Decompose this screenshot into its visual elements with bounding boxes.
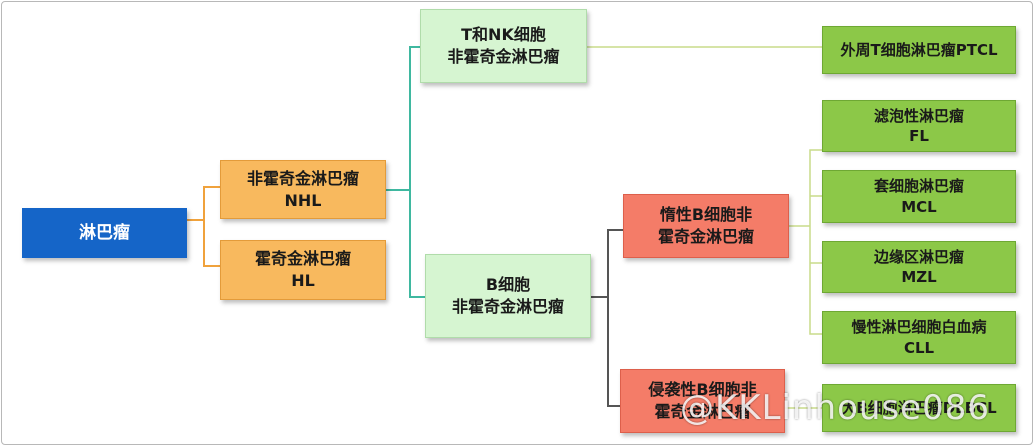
leaf-cll-line1: 慢性淋巴细胞白血病	[851, 318, 987, 337]
connector-indolent-leaves	[789, 149, 822, 335]
connector-root-hl	[203, 220, 220, 267]
root-label: 淋巴瘤	[79, 222, 130, 243]
connector-root-nhl	[187, 186, 220, 221]
node-hl-line1: 霍奇金淋巴瘤	[254, 249, 351, 269]
node-tnk-line2: 非霍奇金淋巴瘤	[447, 47, 560, 66]
leaf-dlbcl-label: 大B细胞淋巴瘤DLBCL	[841, 398, 997, 417]
connector-bcell-aggressive	[607, 297, 620, 407]
node-bcell-line1: B细胞	[485, 275, 531, 295]
leaf-mcl-line2: MCL	[901, 197, 937, 216]
leaf-mzl-line2: MZL	[901, 268, 937, 286]
root-node-lymphoma: 淋巴瘤	[22, 208, 187, 258]
node-b-cell-nhl: B细胞 非霍奇金淋巴瘤	[425, 254, 591, 338]
connector-bcell-indolent	[591, 229, 623, 298]
connector-nhl-tnk	[386, 46, 420, 191]
leaf-mcl-line1: 套细胞淋巴瘤	[873, 177, 964, 196]
node-nhl-line2: NHL	[284, 190, 322, 210]
node-nhl-line1: 非霍奇金淋巴瘤	[246, 168, 359, 188]
node-indolent-b-nhl: 惰性B细胞非 霍奇金淋巴瘤	[623, 194, 789, 258]
node-nhl: 非霍奇金淋巴瘤 NHL	[220, 160, 386, 219]
node-tnk-line1: T和NK细胞	[461, 25, 546, 45]
leaf-fl-line2: FL	[909, 127, 929, 145]
node-bcell-line2: 非霍奇金淋巴瘤	[451, 297, 564, 316]
node-indolent-line1: 惰性B细胞非	[659, 205, 753, 225]
node-hl-line2: HL	[291, 271, 315, 290]
node-aggressive-b-nhl: 侵袭性B细胞非 霍奇金淋巴瘤	[620, 369, 785, 433]
leaf-mcl: 套细胞淋巴瘤 MCL	[822, 170, 1016, 223]
leaf-fl-line1: 滤泡性淋巴瘤	[873, 106, 964, 125]
node-hl: 霍奇金淋巴瘤 HL	[220, 240, 386, 300]
leaf-mzl: 边缘区淋巴瘤 MZL	[822, 241, 1016, 293]
leaf-ptcl: 外周T细胞淋巴瘤PTCL	[822, 26, 1016, 74]
node-aggressive-line2: 霍奇金淋巴瘤	[654, 402, 751, 421]
node-aggressive-line1: 侵袭性B细胞非	[648, 380, 757, 400]
leaf-ptcl-label: 外周T细胞淋巴瘤PTCL	[840, 40, 998, 59]
leaf-fl: 滤泡性淋巴瘤 FL	[822, 100, 1016, 152]
node-indolent-line2: 霍奇金淋巴瘤	[657, 227, 754, 246]
connector-nhl-bcell	[409, 190, 425, 298]
leaf-mzl-line1: 边缘区淋巴瘤	[873, 247, 964, 266]
leaf-cll-line2: CLL	[903, 338, 935, 357]
watermark-text: @KKLinhouse086	[680, 388, 990, 428]
leaf-dlbcl: 大B细胞淋巴瘤DLBCL	[822, 384, 1016, 432]
node-tnk-cell-nhl: T和NK细胞 非霍奇金淋巴瘤	[420, 9, 587, 83]
leaf-cll: 慢性淋巴细胞白血病 CLL	[822, 311, 1016, 364]
